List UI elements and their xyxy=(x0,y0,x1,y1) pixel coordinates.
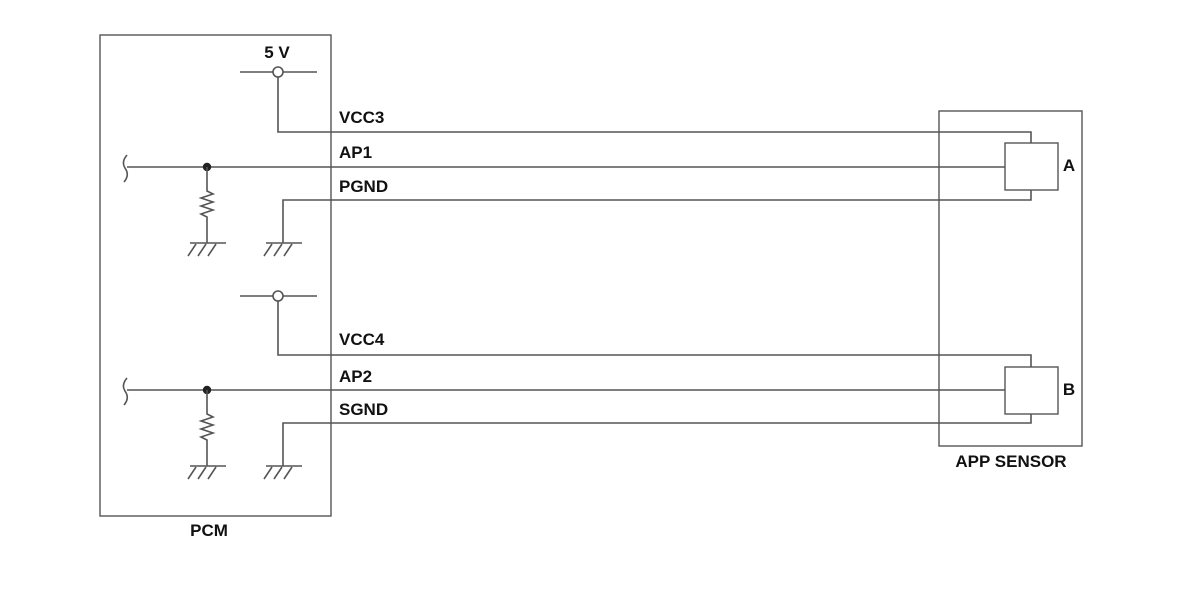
ground-symbol-sgnd xyxy=(263,465,302,480)
sensor-element-a-label: A xyxy=(1063,156,1075,175)
sensor-element-b-label: B xyxy=(1063,380,1075,399)
supply-terminal-1 xyxy=(240,66,317,78)
wire-vcc3 xyxy=(277,77,1032,143)
ground-symbol-pgnd xyxy=(263,242,302,257)
wire-label-vcc3: VCC3 xyxy=(339,108,384,127)
resistor-1 xyxy=(198,167,216,243)
wire-sgnd xyxy=(282,414,1032,466)
sensor-element-b xyxy=(1004,366,1059,415)
wire-label-sgnd: SGND xyxy=(339,400,388,419)
app-sensor-label: APP SENSOR xyxy=(955,452,1066,471)
resistor-2 xyxy=(198,390,216,466)
pcm-label: PCM xyxy=(190,521,228,540)
sensor-element-a xyxy=(1004,142,1059,191)
ground-symbol-resistor-2 xyxy=(187,465,226,480)
wire-label-ap2: AP2 xyxy=(339,367,372,386)
wire-vcc4 xyxy=(277,301,1032,367)
wire-label-ap1: AP1 xyxy=(339,143,372,162)
wire-ap1 xyxy=(122,154,1005,183)
wire-pgnd xyxy=(282,190,1032,243)
wire-label-pgnd: PGND xyxy=(339,177,388,196)
wire-label-vcc4: VCC4 xyxy=(339,330,385,349)
wire-ap2 xyxy=(122,377,1005,406)
app-sensor-box xyxy=(938,110,1083,447)
ground-symbol-resistor-1 xyxy=(187,242,226,257)
supply-voltage-label: 5 V xyxy=(264,43,290,62)
pcm-box xyxy=(99,34,332,517)
supply-terminal-2 xyxy=(240,290,317,302)
